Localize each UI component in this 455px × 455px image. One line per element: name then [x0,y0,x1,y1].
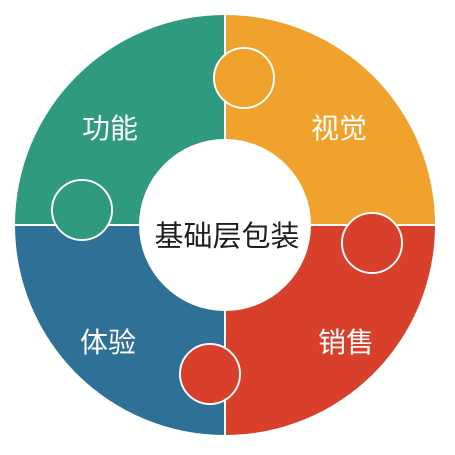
seam-knob-sales-left [179,343,241,405]
center-label: 基础层包装 [154,219,299,253]
knob-fill-sales-top [343,214,401,272]
segment-experience-label: 体验 [80,326,136,359]
seam-knob-sales-top [341,212,403,274]
knob-fill-sales-left [181,345,239,403]
knob-fill-visual [215,49,273,107]
segment-function-label: 功能 [82,112,138,145]
knob-fill-function [53,181,111,239]
segment-visual-label: 视觉 [311,112,367,145]
segment-sales-label: 销售 [318,326,374,359]
seam-knob-function [51,179,113,241]
center-hub [139,139,311,311]
seam-knob-visual [213,47,275,109]
